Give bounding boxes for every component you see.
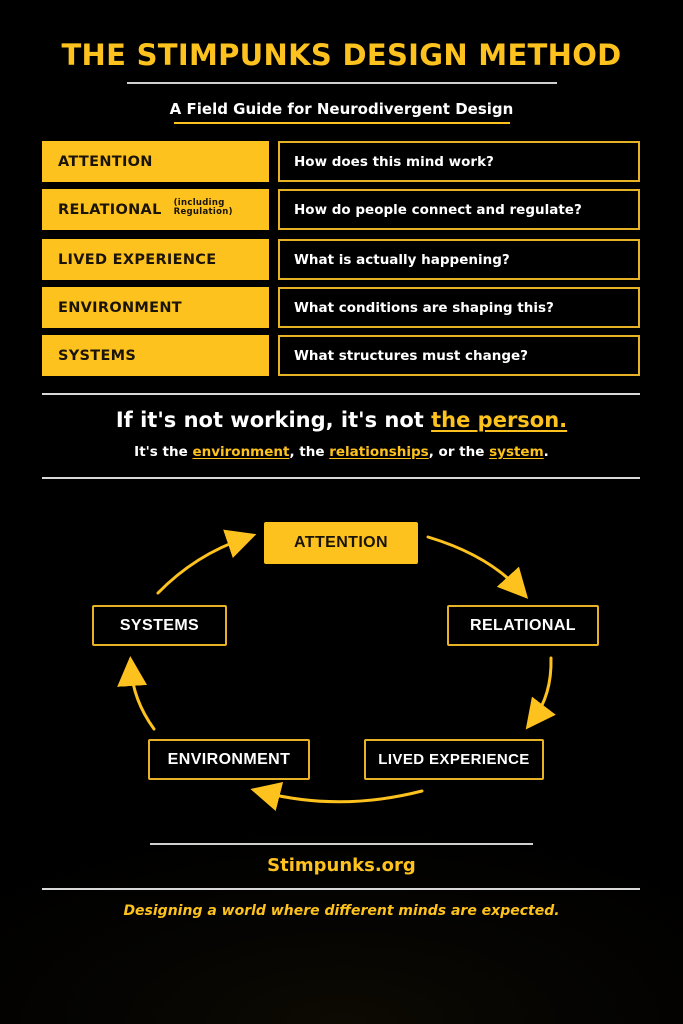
framework-question: How does this mind work? [278, 141, 640, 182]
cycle-node-environment: ENVIRONMENT [148, 739, 310, 780]
framework-question: What structures must change? [278, 335, 640, 376]
highlight-relationships: relationships [329, 444, 429, 460]
cycle-node-systems: SYSTEMS [92, 605, 227, 646]
framework-row-environment: ENVIRONMENT What conditions are shaping … [42, 287, 640, 328]
title-divider [127, 82, 557, 84]
framework-question: What conditions are shaping this? [278, 287, 640, 328]
key-message: If it's not working, it's not the person… [115, 408, 568, 432]
framework-label: SYSTEMS [42, 335, 269, 376]
framework-question: How do people connect and regulate? [278, 189, 640, 230]
site-link[interactable]: Stimpunks.org [267, 855, 416, 876]
framework-label: ATTENTION [42, 141, 269, 182]
highlight-the-person: the person. [431, 408, 568, 432]
framework-label: ENVIRONMENT [42, 287, 269, 328]
tagline: Designing a world where different minds … [123, 903, 560, 919]
arrow-relational-to-lived-icon [525, 656, 556, 730]
subtitle-underline [174, 122, 510, 124]
framework-row-lived-experience: LIVED EXPERIENCE What is actually happen… [42, 239, 640, 280]
arrow-systems-to-attention-icon [156, 529, 257, 595]
arrow-lived-to-environment-icon [250, 781, 424, 811]
key-message-sub: It's the environment, the relationships,… [134, 444, 549, 460]
highlight-environment: environment [192, 444, 290, 460]
section-divider [42, 393, 640, 395]
page-title: THE STIMPUNKS DESIGN METHOD [61, 38, 622, 72]
section-divider [42, 477, 640, 479]
page-subtitle: A Field Guide for Neurodivergent Design [169, 100, 514, 118]
footer-divider-full [42, 888, 640, 890]
framework-row-attention: ATTENTION How does this mind work? [42, 141, 640, 182]
arrow-environment-to-systems-icon [117, 656, 156, 731]
cycle-node-relational: RELATIONAL [447, 605, 599, 646]
framework-label: LIVED EXPERIENCE [42, 239, 269, 280]
framework-question: What is actually happening? [278, 239, 640, 280]
cycle-node-lived-experience: LIVED EXPERIENCE [364, 739, 544, 780]
cycle-node-attention: ATTENTION [264, 522, 418, 564]
arrow-attention-to-relational-icon [426, 535, 529, 599]
footer-divider [150, 843, 533, 845]
highlight-system: system [489, 444, 544, 460]
framework-row-systems: SYSTEMS What structures must change? [42, 335, 640, 376]
